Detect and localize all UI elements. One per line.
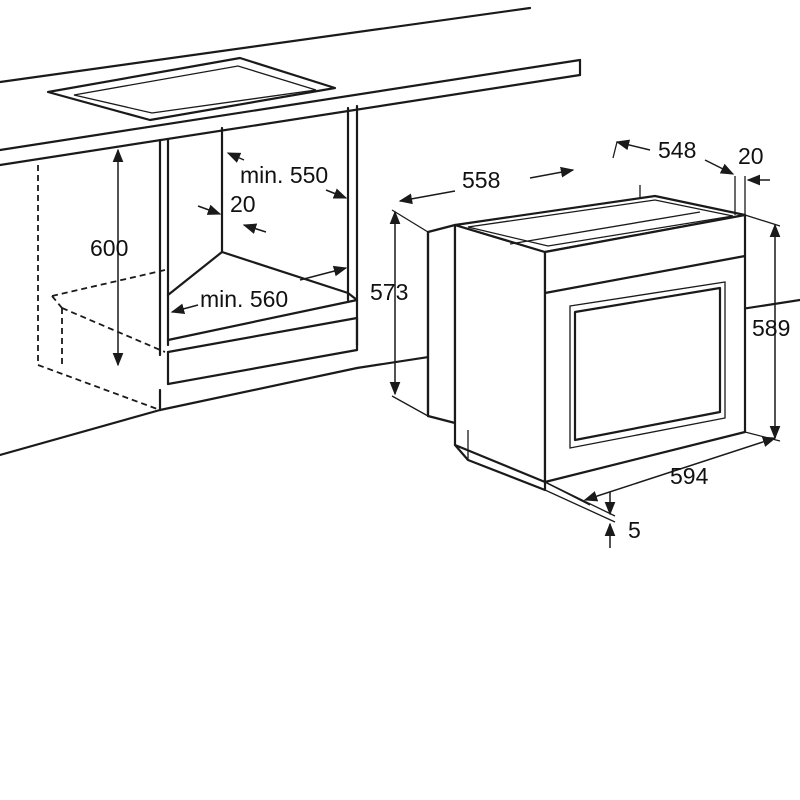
dimension-oven-width: 594 (544, 436, 777, 506)
oven-height-total-label: 589 (752, 315, 790, 341)
oven-depth-body-label: 548 (658, 137, 696, 163)
dimension-oven-height-body: 573 (370, 209, 429, 417)
oven-foot-label: 5 (628, 517, 641, 543)
cabinet-cavity (0, 104, 800, 457)
dimension-cabinet-depth: min. 550 (226, 152, 348, 199)
oven (426, 194, 747, 492)
dimension-cabinet-height: 600 (90, 148, 128, 367)
dimension-oven-depth-total: 558 (398, 166, 641, 205)
dimension-cabinet-width: min. 560 (170, 265, 348, 315)
cabinet-height-label: 600 (90, 235, 128, 261)
dimension-cabinet-gap: 20 (197, 191, 267, 234)
cabinet-depth-label: min. 550 (240, 162, 328, 188)
oven-panel-label: 20 (738, 143, 764, 169)
oven-width-label: 594 (670, 463, 709, 489)
kitchen-cabinet (0, 6, 800, 457)
cabinet-dashed-outline (37, 165, 166, 411)
dimension-oven-depth-body: 548 (612, 137, 735, 175)
dimension-oven-foot: 5 (544, 481, 641, 548)
dimension-oven-panel: 20 (734, 143, 770, 215)
oven-depth-total-label: 558 (462, 167, 500, 193)
dimension-oven-height-total: 589 (744, 214, 790, 442)
worktop (0, 6, 582, 167)
cabinet-width-label: min. 560 (200, 286, 288, 312)
oven-height-body-label: 573 (370, 279, 408, 305)
cabinet-gap-label: 20 (230, 191, 256, 217)
hob (46, 56, 337, 122)
